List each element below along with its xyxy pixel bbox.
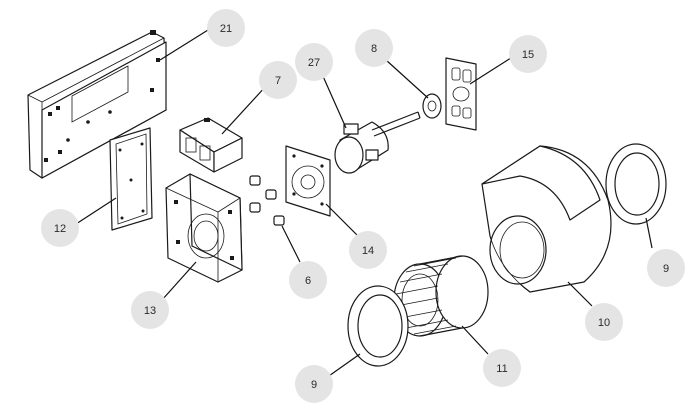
leader-13 <box>161 261 197 301</box>
callout-6: 6 <box>289 261 327 299</box>
part-10-blower-housing <box>481 145 612 293</box>
callout-15: 15 <box>509 35 547 73</box>
leader-6 <box>281 225 301 263</box>
callout-11-label: 11 <box>496 363 507 375</box>
callouts: 21 7 27 8 15 12 13 14 <box>41 9 685 403</box>
callout-7-label: 7 <box>275 75 281 87</box>
callout-9-left-label: 9 <box>311 379 317 391</box>
leader-lines <box>75 29 653 379</box>
leader-8 <box>385 59 429 99</box>
callout-12-label: 12 <box>54 223 66 235</box>
callout-21: 21 <box>207 9 245 47</box>
leader-12 <box>75 197 117 225</box>
part-12-gasket-plate <box>109 127 153 231</box>
callout-15-label: 15 <box>522 49 534 61</box>
leader-27 <box>321 73 347 129</box>
callout-9-right-label: 9 <box>663 263 669 275</box>
part-27-motor <box>334 111 421 174</box>
callout-10-label: 10 <box>598 317 610 329</box>
part-9-inlet-ring-left <box>347 285 409 367</box>
callout-6-label: 6 <box>305 275 311 287</box>
part-15-terminal-gasket <box>445 57 477 131</box>
part-13-motor-mount <box>165 173 243 283</box>
callout-8-label: 8 <box>371 43 377 55</box>
callout-9-left: 9 <box>295 365 333 403</box>
callout-9-right: 9 <box>647 249 685 287</box>
callout-27: 27 <box>295 43 333 81</box>
leader-14 <box>325 203 359 237</box>
part-8-washer <box>422 93 442 119</box>
leader-10 <box>567 281 593 307</box>
callout-13-label: 13 <box>144 305 156 317</box>
callout-21-label: 21 <box>220 23 232 35</box>
leader-9b <box>325 353 361 379</box>
part-14-motor-plate <box>285 145 331 217</box>
callout-14: 14 <box>349 231 387 269</box>
part-7-bracket <box>179 117 243 173</box>
leader-11 <box>461 325 489 355</box>
leader-21 <box>159 29 209 61</box>
callout-11: 11 <box>483 349 521 387</box>
callout-27-label: 27 <box>308 57 320 69</box>
callout-14-label: 14 <box>362 245 374 257</box>
leader-7 <box>221 85 267 135</box>
part-9-inlet-ring-right <box>605 143 667 225</box>
callout-8: 8 <box>355 29 393 67</box>
part-6-fasteners <box>249 175 285 226</box>
part-21-back-panel <box>27 30 167 179</box>
callout-12: 12 <box>41 209 79 247</box>
leader-15 <box>469 55 515 85</box>
callout-10: 10 <box>585 303 623 341</box>
callout-13: 13 <box>131 291 169 329</box>
leader-9a <box>645 217 653 249</box>
callout-7: 7 <box>259 61 297 99</box>
